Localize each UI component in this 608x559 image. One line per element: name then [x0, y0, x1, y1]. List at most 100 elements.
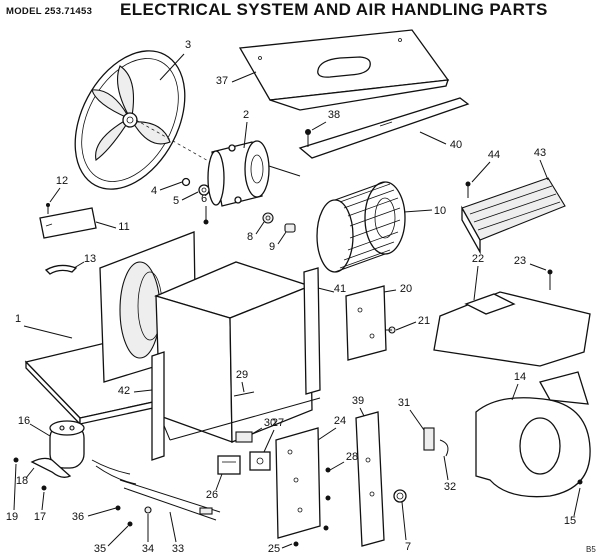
part-number-43: 43: [534, 147, 546, 159]
part-number-15: 15: [564, 515, 576, 527]
part-number-18: 18: [16, 475, 28, 487]
leader-line-33: [169, 511, 177, 543]
leader-line-18: [25, 467, 35, 479]
part-number-20: 20: [400, 283, 412, 295]
bracket-30: [235, 431, 253, 443]
leader-line-36: [87, 507, 117, 517]
leader-line-8: [255, 221, 265, 235]
wire-harness: [91, 459, 221, 521]
part-number-17: 17: [34, 511, 46, 523]
part-number-21: 21: [418, 315, 430, 327]
part-number-25: 25: [268, 543, 280, 555]
part-number-40: 40: [450, 139, 462, 151]
part-number-2: 2: [243, 109, 249, 121]
leader-line-24: [317, 427, 337, 441]
leader-line-5: [181, 191, 199, 201]
relay: [217, 455, 241, 475]
screw-19: [13, 457, 19, 463]
screw-15: [577, 479, 583, 485]
part-number-32: 32: [444, 481, 456, 493]
post-42: [151, 351, 165, 461]
part-number-31: 31: [398, 397, 410, 409]
leader-line-10: [403, 209, 433, 213]
leader-line-26: [215, 473, 223, 491]
part-number-22: 22: [472, 253, 484, 265]
part-number-44: 44: [488, 149, 500, 161]
leader-line-29: [241, 381, 245, 393]
grommet-34: [144, 506, 152, 514]
leader-line-9: [277, 231, 287, 245]
leader-line-2: [243, 121, 248, 149]
leader-line-20: [383, 289, 397, 293]
nut-8: [262, 212, 274, 224]
part-number-33: 33: [172, 543, 184, 555]
model-number: MODEL 253.71453: [6, 6, 93, 17]
screw-36: [115, 505, 121, 511]
condenser-fan-blade: [74, 50, 186, 190]
clip-13: [44, 264, 78, 275]
leader-line-43: [539, 159, 549, 181]
strip-41: [303, 267, 321, 395]
part-number-3: 3: [185, 39, 191, 51]
part-number-11: 11: [118, 221, 129, 233]
gasket-plate: [355, 411, 385, 547]
leader-line-15: [573, 487, 581, 517]
screw-21: [386, 326, 396, 334]
screw-44: [465, 181, 471, 198]
part-number-13: 13: [84, 253, 96, 265]
part-number-10: 10: [434, 205, 446, 217]
part-number-6: 6: [201, 193, 207, 205]
blower-wheel: [316, 181, 406, 273]
leader-line-35: [107, 525, 129, 547]
part-number-29: 29: [236, 369, 248, 381]
part-number-34: 34: [142, 543, 154, 555]
air-filter: [461, 177, 566, 255]
part-number-30: 30: [264, 417, 276, 429]
screw-35: [127, 521, 133, 527]
blower-housing: [475, 371, 591, 498]
leader-line-32: [443, 455, 449, 481]
page-code: B5: [586, 545, 596, 554]
part-number-14: 14: [514, 371, 526, 383]
leader-line-19: [13, 463, 17, 511]
collar-9: [284, 223, 296, 233]
part-number-1: 1: [15, 313, 21, 325]
knob-7: [393, 489, 407, 503]
part-number-5: 5: [173, 195, 179, 207]
screws-28: [323, 467, 331, 531]
leader-line-17: [41, 491, 45, 511]
rod-29: [233, 391, 255, 397]
part-number-26: 26: [206, 489, 218, 501]
leader-line-28: [329, 461, 345, 471]
leader-line-1: [23, 325, 73, 339]
part-number-9: 9: [269, 241, 275, 253]
part-number-37: 37: [216, 75, 228, 87]
screw-17: [41, 485, 47, 491]
terminal-33: [199, 507, 213, 515]
leader-line-11: [95, 221, 117, 229]
leader-line-42: [133, 389, 153, 393]
plug-31: [423, 427, 435, 451]
screw-23: [547, 269, 553, 290]
bracket-11: [39, 207, 97, 239]
leader-line-13: [73, 261, 85, 269]
screw-25: [293, 541, 299, 547]
clip-32: [439, 439, 449, 457]
control-plate: [345, 285, 387, 361]
part-number-8: 8: [247, 231, 253, 243]
part-number-24: 24: [334, 415, 346, 427]
part-number-12: 12: [56, 175, 68, 187]
part-number-4: 4: [151, 185, 157, 197]
leader-line-31: [409, 409, 425, 431]
part-number-16: 16: [18, 415, 30, 427]
leader-line-38: [311, 121, 327, 131]
part-number-19: 19: [6, 511, 18, 523]
leader-line-3: [159, 53, 185, 81]
strap-18: [30, 457, 72, 478]
leader-line-21: [395, 321, 417, 331]
leader-line-39: [359, 407, 365, 417]
diagram-title: ELECTRICAL SYSTEM AND AIR HANDLING PARTS: [120, 0, 548, 19]
control-panel: [275, 427, 321, 539]
screw-12: [46, 203, 50, 214]
